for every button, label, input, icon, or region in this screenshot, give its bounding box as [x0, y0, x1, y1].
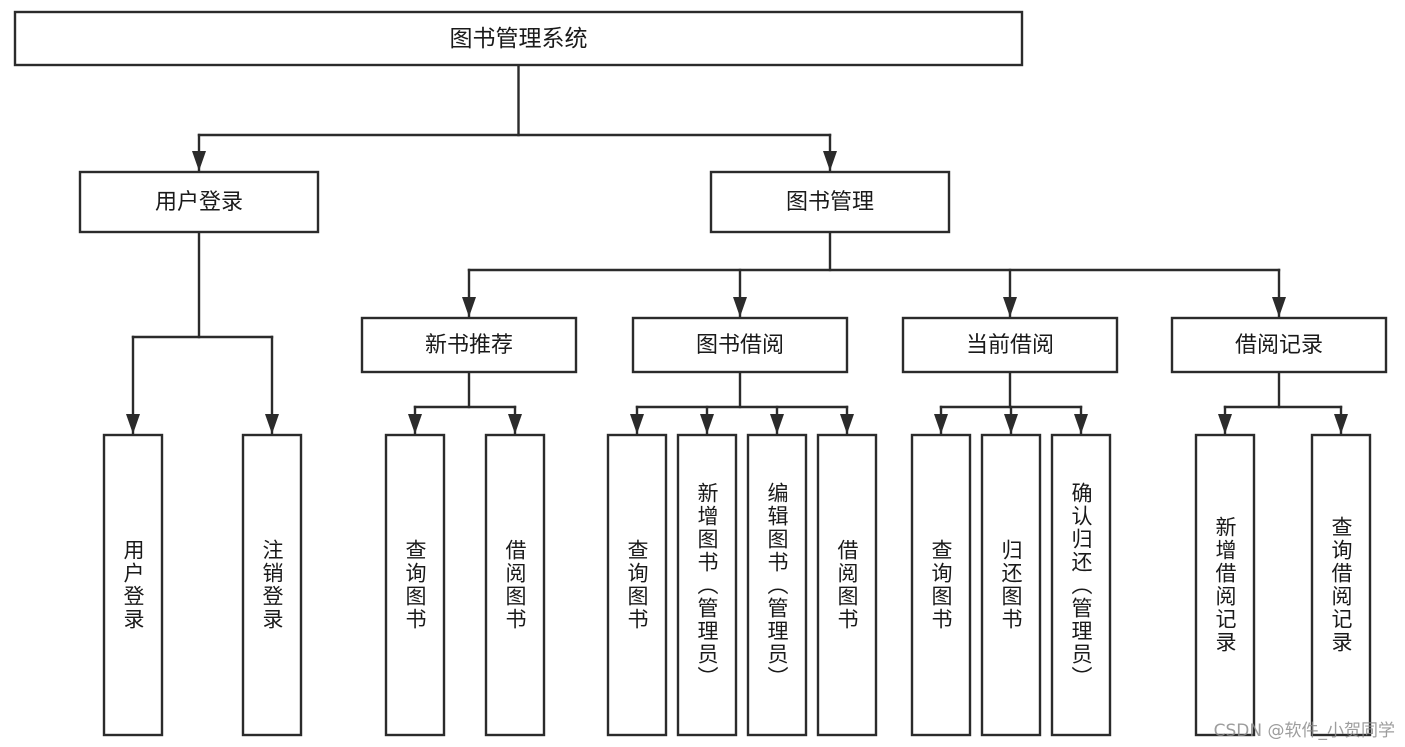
node-box-current-borrow[interactable]: [901, 316, 1119, 374]
arrow-to-user-logout: [265, 414, 279, 434]
arrow-to-query-book-3: [934, 414, 948, 434]
node-box-book-borrow[interactable]: [631, 316, 849, 374]
arrow-to-user-login-do: [126, 414, 140, 434]
node-label-user-login: 用户登录: [155, 190, 243, 215]
node-box-root[interactable]: [13, 10, 1024, 67]
node-label-book-borrow: 图书借阅: [696, 333, 784, 358]
node-box-borrow-book-2[interactable]: [816, 433, 878, 737]
node-label-new-book-recommend: 新书推荐: [425, 333, 513, 358]
node-label-root: 图书管理系统: [450, 26, 588, 52]
arrow-to-query-book-2: [630, 414, 644, 434]
arrow-to-confirm-return-admin: [1074, 414, 1088, 434]
arrow-to-current-borrow: [1003, 297, 1017, 317]
arrow-to-query-book-1: [408, 414, 422, 434]
node-box-confirm-return-admin[interactable]: [1050, 433, 1112, 737]
arrow-to-new-book-recommend: [462, 297, 476, 317]
connector-layer: [126, 63, 1348, 436]
node-box-borrow-book-1[interactable]: [484, 433, 546, 737]
arrow-to-book-borrow: [733, 297, 747, 317]
node-box-add-book-admin[interactable]: [676, 433, 738, 737]
node-box-return-book[interactable]: [980, 433, 1042, 737]
node-box-user-login[interactable]: [78, 170, 320, 234]
arrow-to-borrow-book-1: [508, 414, 522, 434]
node-box-user-logout[interactable]: [241, 433, 303, 737]
arrow-to-query-borrow-record: [1334, 414, 1348, 434]
node-box-edit-book-admin[interactable]: [746, 433, 808, 737]
arrow-to-add-borrow-record: [1218, 414, 1232, 434]
node-box-query-borrow-record[interactable]: [1310, 433, 1372, 737]
node-box-book-manage[interactable]: [709, 170, 951, 234]
node-box-query-book-2[interactable]: [606, 433, 668, 737]
node-label-book-manage: 图书管理: [786, 190, 874, 215]
node-box-query-book-1[interactable]: [384, 433, 446, 737]
node-box-query-book-3[interactable]: [910, 433, 972, 737]
node-box-add-borrow-record[interactable]: [1194, 433, 1256, 737]
arrow-to-borrow-book-2: [840, 414, 854, 434]
arrow-to-add-book-admin: [700, 414, 714, 434]
arrow-to-return-book: [1004, 414, 1018, 434]
node-box-borrow-record[interactable]: [1170, 316, 1388, 374]
arrow-to-user-login: [192, 151, 206, 171]
arrow-to-edit-book-admin: [770, 414, 784, 434]
node-label-current-borrow: 当前借阅: [966, 333, 1054, 358]
node-box-user-login-do[interactable]: [102, 433, 164, 737]
arrow-to-borrow-record: [1272, 297, 1286, 317]
node-label-borrow-record: 借阅记录: [1235, 333, 1323, 358]
node-box-layer: [13, 10, 1388, 737]
node-box-new-book-recommend[interactable]: [360, 316, 578, 374]
arrow-to-book-manage: [823, 151, 837, 171]
